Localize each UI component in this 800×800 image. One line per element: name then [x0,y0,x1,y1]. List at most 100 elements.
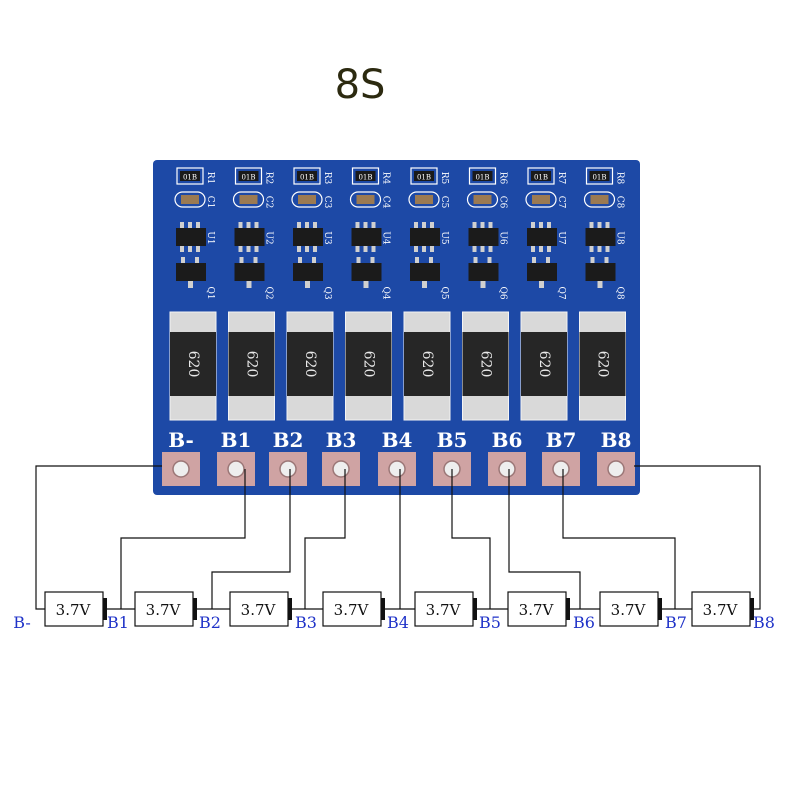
transistor-pin [370,257,375,263]
capacitor-ref: C1 [205,196,215,209]
capacitor-outline [408,191,440,208]
capacitor-ref: C2 [264,196,274,209]
transistor-pin [181,257,185,263]
node-label-4: B4 [387,613,409,632]
transistor-pin [356,257,361,263]
ic-pin [472,246,477,252]
capacitor-body [298,195,316,204]
transistor-ref: Q5 [439,286,449,299]
ic-pin [605,246,610,252]
wire-b2 [197,469,291,610]
wire-b4 [385,469,415,610]
node-label-3: B3 [295,613,317,632]
pad-hole [388,460,406,478]
pad-label: B3 [326,428,357,452]
cell-label: 3.7V [241,601,277,619]
pad-hole [279,460,297,478]
resistor-ref: R7 [556,172,566,185]
shunt-marking: 620 [595,351,611,378]
ic-pin [589,246,594,252]
battery-terminal [381,598,385,620]
ic-chip [410,228,440,246]
resistor-outline [234,167,263,185]
capacitor-body [415,195,433,204]
node-label-5: B5 [479,613,501,632]
resistor-chip [297,171,317,181]
wire-b1 [107,469,246,610]
ic-ref: U3 [322,231,332,245]
transistor-pin [305,281,310,288]
shunt-resistor-body [521,332,567,396]
resistor-chip [472,171,493,181]
ic-ref: U5 [439,231,449,245]
capacitor-outline [466,191,499,208]
capacitor-ref: C4 [381,196,391,209]
ic-pin [254,246,259,252]
ic-pin [355,246,360,252]
shunt-marking: 620 [185,351,201,378]
node-label-1: B1 [107,613,129,632]
pad-label: B1 [221,428,252,452]
resistor-ref: R6 [498,172,508,185]
pad-label: B7 [546,428,577,452]
ic-ref: U4 [381,231,391,245]
shunt-marking: 620 [478,351,494,378]
capacitor-body [473,195,492,204]
node-label-6: B6 [573,613,595,632]
ic-pin [480,246,485,252]
resistor-code: 01B [475,174,489,182]
resistor-code: 01B [417,174,431,182]
ic-chip [468,228,499,246]
transistor-pin [539,281,544,288]
transistor-ref: Q4 [381,286,391,299]
capacitor-outline [291,191,323,208]
ic-pin [313,222,317,228]
cell-label: 3.7V [146,601,182,619]
page-title: 8S [334,62,386,108]
resistor-outline [527,167,555,185]
pad-hole [552,460,570,478]
shunt-marking: 620 [302,351,318,378]
resistor-outline [585,167,614,185]
resistor-code: 01B [241,174,255,182]
capacitor-outline [349,191,382,208]
ic-pin [254,222,259,228]
ic-pin [430,222,434,228]
ic-pin [531,246,535,252]
shunt-resistor-body [170,332,216,396]
capacitor-outline [174,191,206,208]
ic-pin [597,222,602,228]
transistor-chip [527,263,557,281]
battery-cell [322,591,382,627]
ic-pin [371,246,376,252]
ic-pin [196,246,200,252]
capacitor-outline [232,191,265,208]
ic-chip [234,228,265,246]
transistor-ref: Q6 [498,286,508,299]
ic-pin [480,222,485,228]
cell-label: 3.7V [56,601,92,619]
resistor-chip [355,171,376,181]
resistor-chip [180,171,200,181]
shunt-resistor-body [579,332,626,396]
ic-pin [605,222,610,228]
ic-pin [188,246,192,252]
ic-ref: U7 [556,231,566,245]
resistor-code: 01B [300,174,314,182]
ic-chip [176,228,206,246]
transistor-pin [415,257,419,263]
cell-label: 3.7V [611,601,647,619]
wire-b8 [634,465,761,610]
ic-pin [589,222,594,228]
cell-label: 3.7V [703,601,739,619]
resistor-ref: R2 [264,172,274,185]
node-label-7: B7 [665,613,687,632]
ic-pin [297,246,301,252]
resistor-code: 01B [592,174,606,182]
battery-terminal [658,598,662,620]
